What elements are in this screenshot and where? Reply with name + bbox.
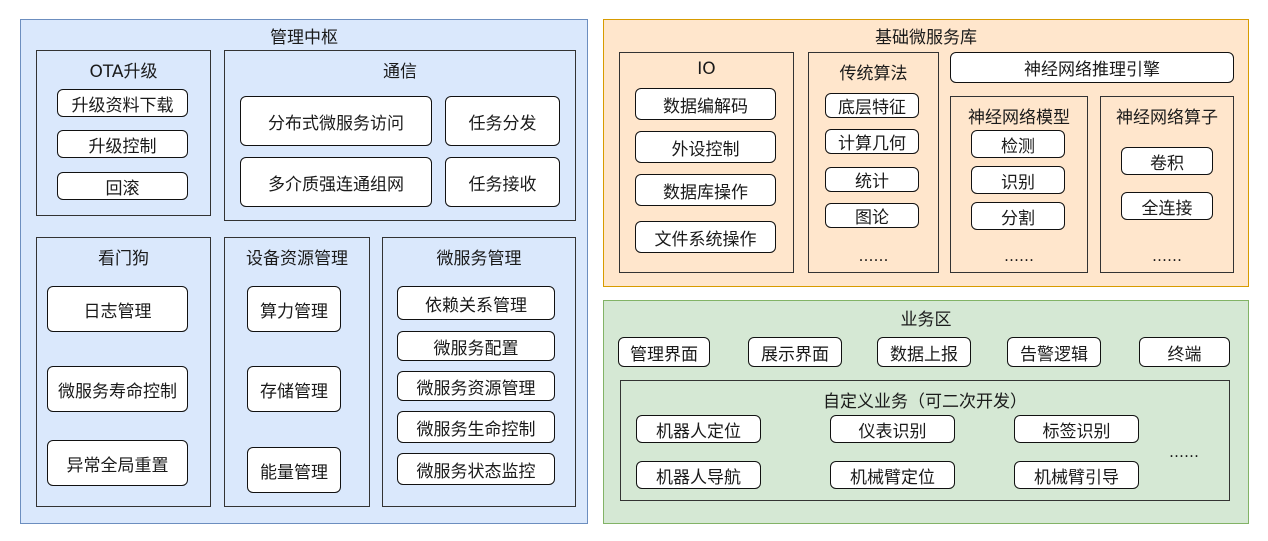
io-item-peripheral: 外设控制: [635, 131, 776, 163]
watchdog-item-log: 日志管理: [47, 286, 188, 332]
ota-upgrade-group: OTA升级 升级资料下载 升级控制 回滚: [36, 50, 211, 216]
algo-item-statistics: 统计: [825, 167, 919, 192]
custom-item-arm-guidance: 机械臂引导: [1014, 461, 1139, 489]
nn-operator-group: 神经网络算子 卷积 全连接 ……: [1100, 96, 1234, 273]
nn-model-item-segmentation: 分割: [971, 202, 1065, 230]
nn-operator-ellipsis: ……: [1152, 247, 1182, 265]
communication-title: 通信: [383, 62, 417, 82]
nn-inference-engine: 神经网络推理引擎: [950, 52, 1234, 83]
nn-operator-title: 神经网络算子: [1116, 108, 1218, 128]
device-resource-title: 设备资源管理: [246, 249, 348, 269]
ota-upgrade-title: OTA升级: [89, 62, 158, 82]
business-item-data-report: 数据上报: [877, 337, 971, 367]
microsvc-item-config: 微服务配置: [397, 331, 555, 361]
business-item-admin-ui: 管理界面: [618, 337, 710, 367]
nn-model-title: 神经网络模型: [968, 108, 1070, 128]
io-item-database: 数据库操作: [635, 174, 776, 206]
algo-ellipsis: ……: [858, 247, 889, 265]
custom-business-group: 自定义业务（可二次开发） 机器人定位 仪表识别 标签识别 机器人导航 机械臂定位…: [620, 380, 1230, 501]
traditional-algorithm-title: 传统算法: [839, 64, 908, 84]
watchdog-item-lifetime: 微服务寿命控制: [47, 366, 188, 412]
algo-item-geometry: 计算几何: [825, 129, 919, 154]
io-group: IO 数据编解码 外设控制 数据库操作 文件系统操作: [619, 52, 794, 273]
business-item-display-ui: 展示界面: [748, 337, 842, 367]
business-item-terminal: 终端: [1139, 337, 1230, 367]
communication-group: 通信 分布式微服务访问 任务分发 多介质强连通组网 任务接收: [224, 50, 576, 221]
io-item-filesystem: 文件系统操作: [635, 221, 776, 253]
device-item-storage: 存储管理: [247, 366, 341, 412]
io-item-codec: 数据编解码: [635, 88, 776, 120]
microservice-mgmt-group: 微服务管理 依赖关系管理 微服务配置 微服务资源管理 微服务生命控制 微服务状态…: [382, 237, 576, 507]
management-hub-title: 管理中枢: [270, 28, 338, 48]
base-microservice-library-panel: 基础微服务库 IO 数据编解码 外设控制 数据库操作 文件系统操作 传统算法 底…: [603, 19, 1249, 287]
comm-item-distributed-access: 分布式微服务访问: [240, 96, 432, 146]
microsvc-item-dependency: 依赖关系管理: [397, 286, 555, 320]
custom-item-label-recognition: 标签识别: [1014, 415, 1139, 443]
management-hub-panel: 管理中枢 OTA升级 升级资料下载 升级控制 回滚 通信 分布式微服务访问 任务…: [20, 19, 588, 524]
nn-model-item-detection: 检测: [971, 130, 1065, 158]
ota-item-control: 升级控制: [57, 130, 188, 158]
business-zone-panel: 业务区 管理界面 展示界面 数据上报 告警逻辑 终端 自定义业务（可二次开发） …: [603, 300, 1249, 524]
business-zone-title: 业务区: [900, 310, 952, 330]
watchdog-title: 看门狗: [98, 249, 149, 269]
custom-business-title: 自定义业务（可二次开发）: [823, 392, 1027, 412]
traditional-algorithm-group: 传统算法 底层特征 计算几何 统计 图论 ……: [808, 52, 939, 273]
device-item-compute: 算力管理: [247, 286, 341, 332]
nn-operator-item-conv: 卷积: [1121, 147, 1213, 175]
base-library-title: 基础微服务库: [875, 28, 977, 48]
watchdog-group: 看门狗 日志管理 微服务寿命控制 异常全局重置: [36, 237, 211, 507]
nn-model-ellipsis: ……: [1004, 247, 1034, 265]
algo-item-graph-theory: 图论: [825, 203, 919, 228]
device-resource-group: 设备资源管理 算力管理 存储管理 能量管理: [224, 237, 370, 507]
microsvc-item-lifecycle: 微服务生命控制: [397, 411, 555, 443]
business-item-alarm-logic: 告警逻辑: [1007, 337, 1101, 367]
custom-item-robot-navigation: 机器人导航: [636, 461, 761, 489]
microsvc-item-monitor: 微服务状态监控: [397, 453, 555, 485]
watchdog-item-reset: 异常全局重置: [47, 440, 188, 486]
comm-item-multi-medium-network: 多介质强连通组网: [240, 157, 432, 207]
ota-item-download: 升级资料下载: [57, 89, 188, 117]
algo-item-low-level-feature: 底层特征: [825, 93, 919, 118]
custom-item-robot-localization: 机器人定位: [636, 415, 761, 443]
microservice-mgmt-title: 微服务管理: [436, 249, 522, 269]
microsvc-item-resource: 微服务资源管理: [397, 371, 555, 401]
nn-model-item-recognition: 识别: [971, 166, 1065, 194]
io-title: IO: [697, 59, 716, 79]
custom-ellipsis: ……: [1169, 443, 1199, 461]
ota-item-rollback: 回滚: [57, 172, 188, 200]
comm-item-task-dispatch: 任务分发: [445, 96, 560, 146]
nn-operator-item-fc: 全连接: [1121, 192, 1213, 220]
custom-item-meter-recognition: 仪表识别: [830, 415, 955, 443]
custom-item-arm-localization: 机械臂定位: [830, 461, 955, 489]
comm-item-task-receive: 任务接收: [445, 157, 560, 207]
device-item-energy: 能量管理: [247, 447, 341, 493]
nn-model-group: 神经网络模型 检测 识别 分割 ……: [950, 96, 1088, 273]
